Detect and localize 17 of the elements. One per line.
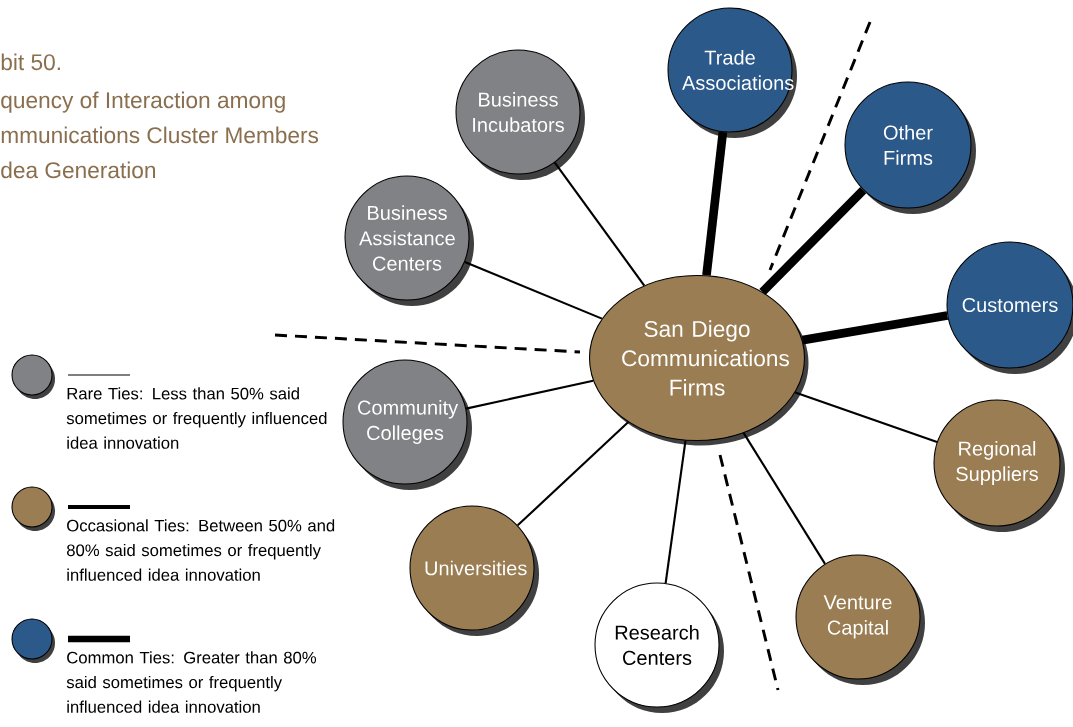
title-text: dea Generation [1,161,155,179]
connector-line [702,131,728,276]
connector-line [742,432,826,565]
connector-line [801,311,949,345]
connector-line [517,421,630,527]
title-text: quency of Interaction among [1,91,285,113]
connector-line [465,379,594,410]
legend-text: Common Ties: Greater than 80% said sometimes or frequently influenced idea innovation [66,651,317,713]
legend-text: Occasional Ties: Between 50% and 80% said sometimes or frequently influenced idea innovation [67,519,335,581]
connector-line [664,440,687,584]
connector-line [553,161,646,287]
legend-text: Rare Ties: Less than 50% said sometimes or frequently influenced idea innovation [66,387,327,449]
title-text: bit 50. [1,53,60,71]
connector-line [794,391,938,443]
connector-line [464,260,603,320]
title-text: mmunications Cluster Members [1,126,319,144]
connector-line [759,187,867,295]
